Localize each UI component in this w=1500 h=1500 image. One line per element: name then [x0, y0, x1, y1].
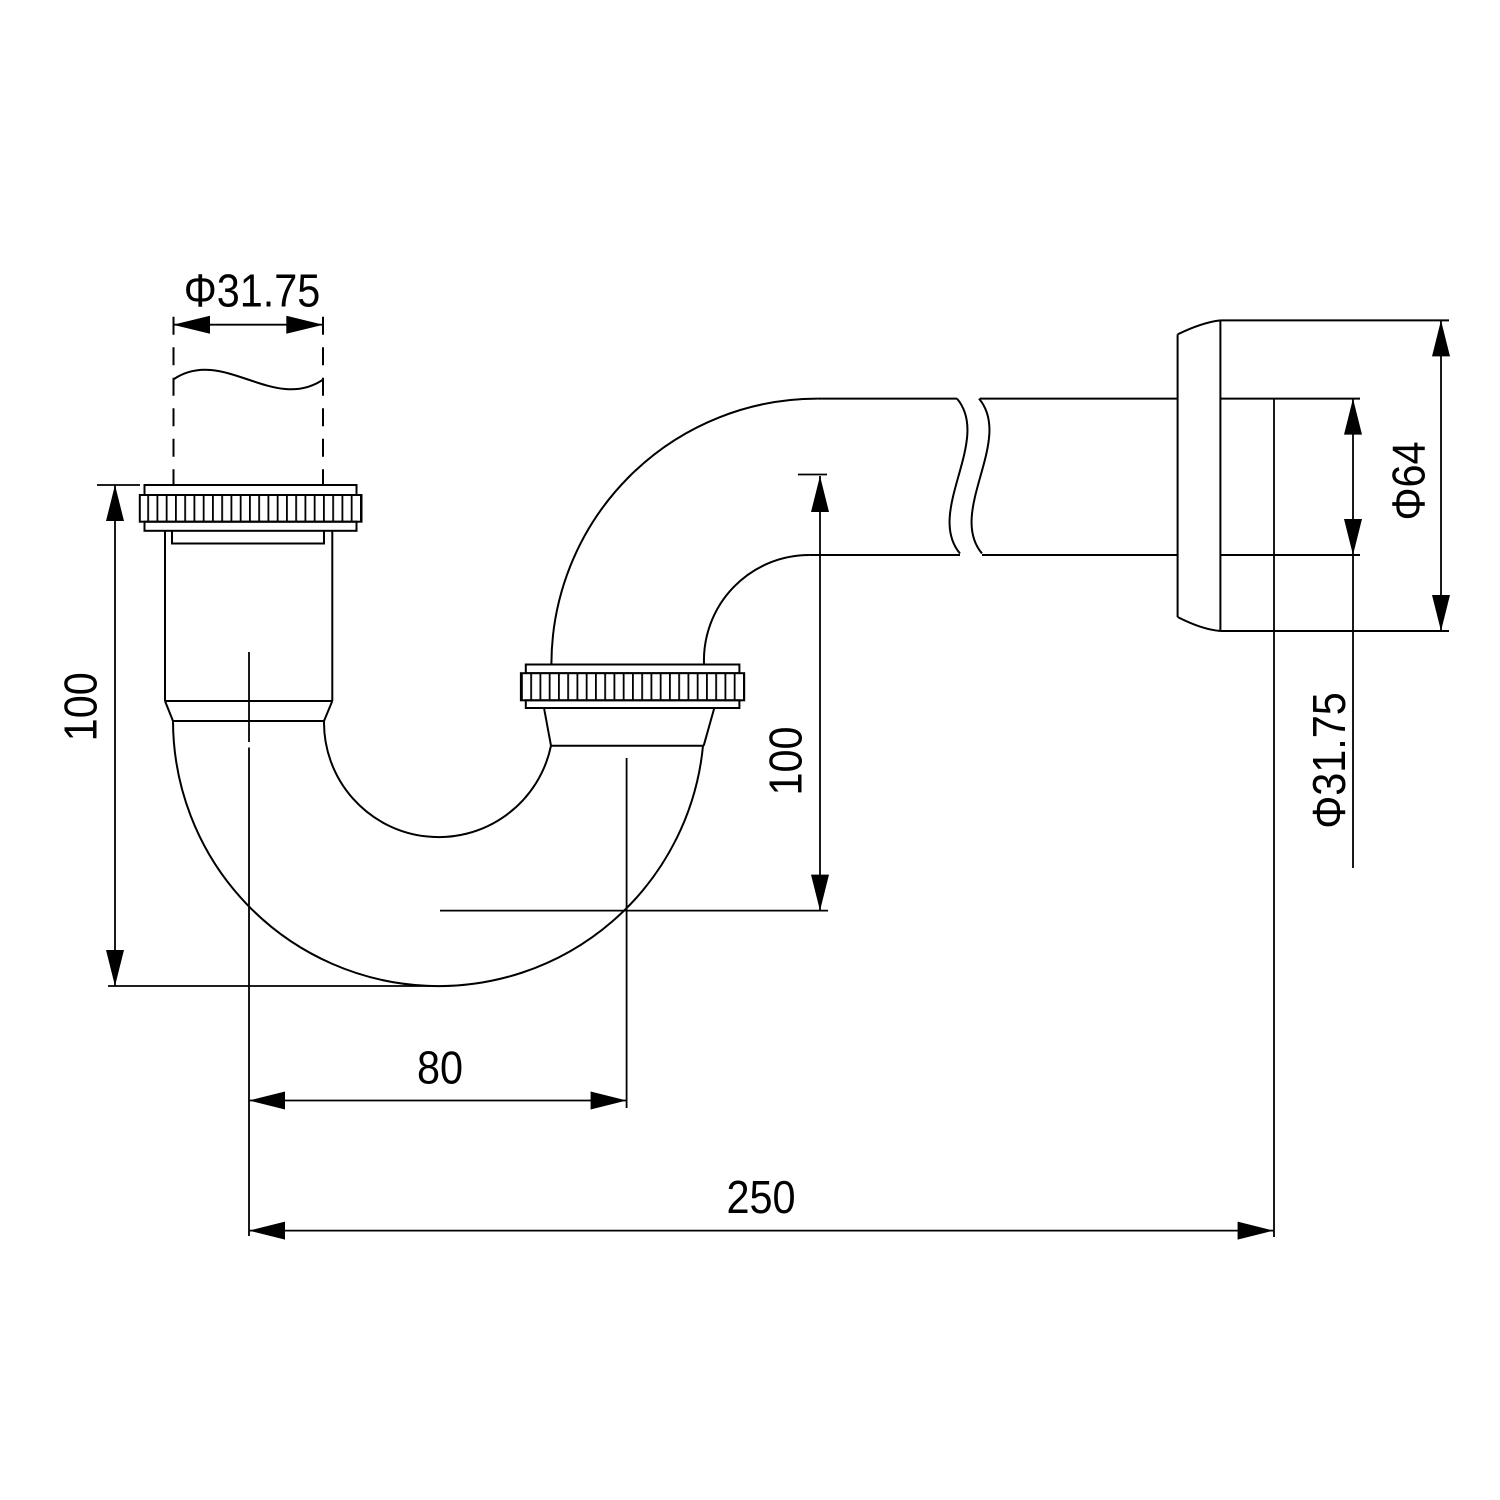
- svg-text:Φ64: Φ64: [1383, 441, 1435, 520]
- svg-text:Φ31.75: Φ31.75: [1304, 692, 1356, 829]
- svg-text:80: 80: [417, 1043, 463, 1095]
- svg-text:Φ31.75: Φ31.75: [184, 266, 321, 318]
- svg-text:100: 100: [761, 726, 813, 795]
- svg-text:250: 250: [726, 1172, 795, 1224]
- svg-text:100: 100: [55, 672, 107, 741]
